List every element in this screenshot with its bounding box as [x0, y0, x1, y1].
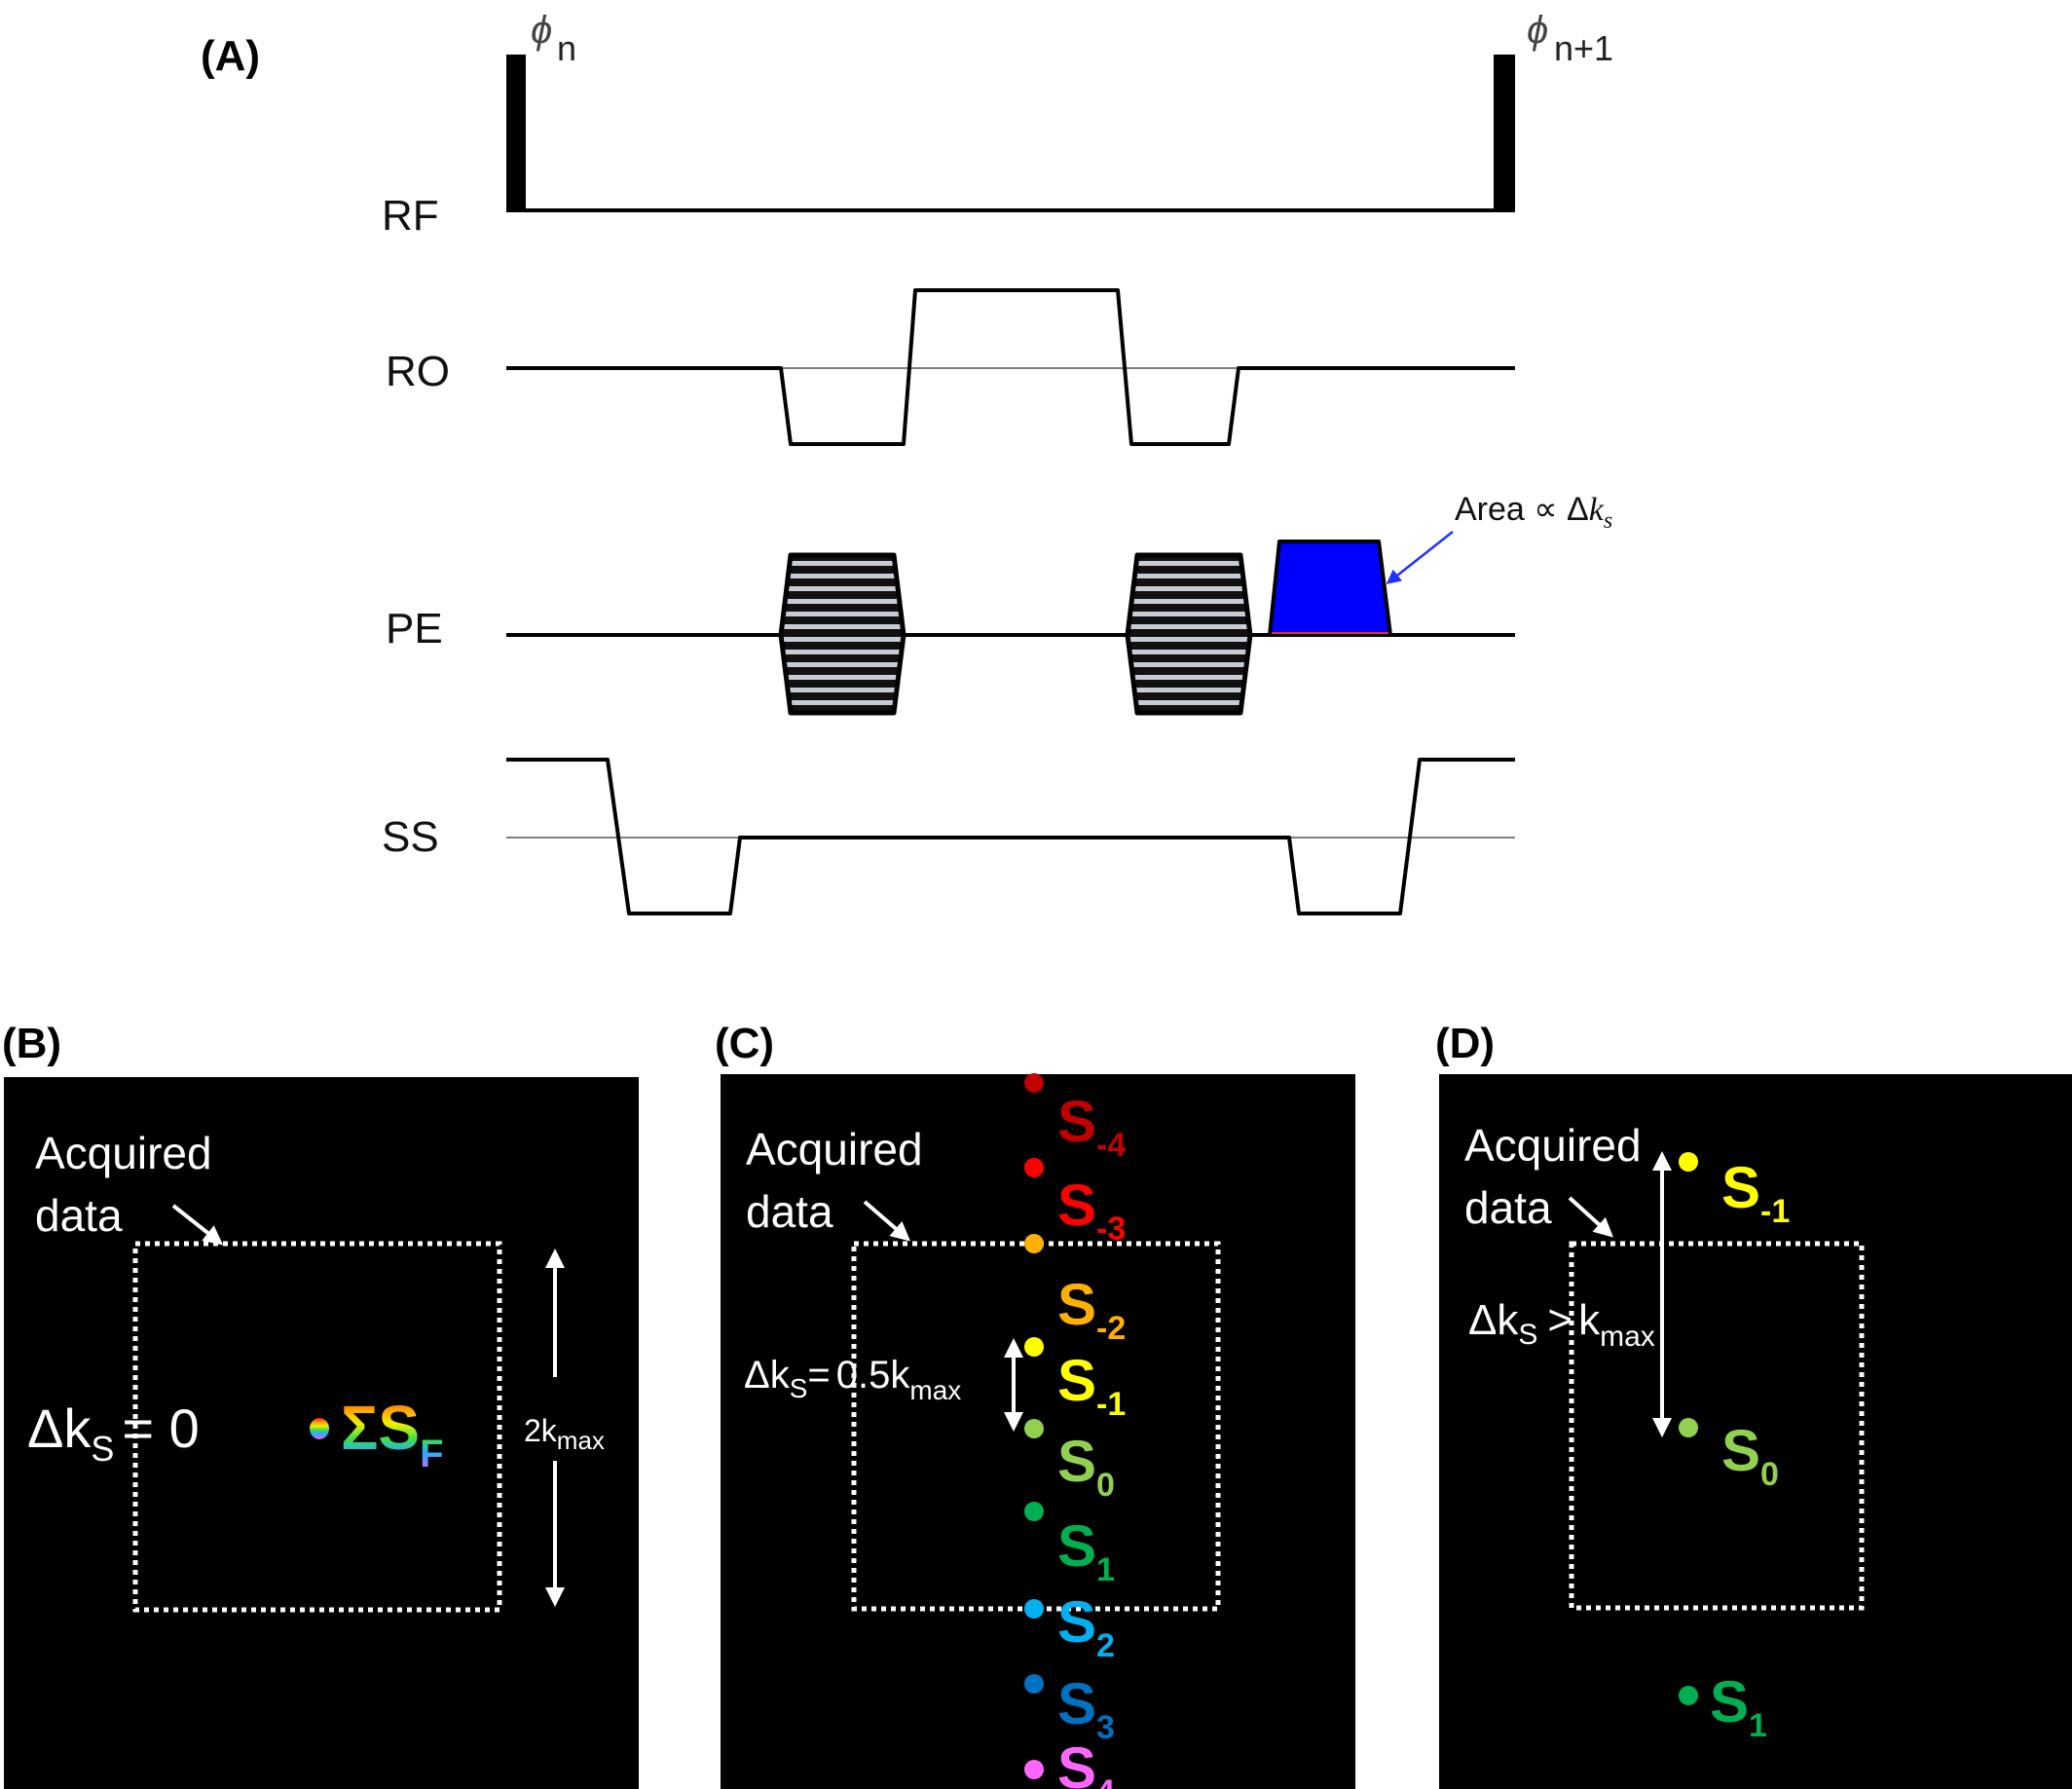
signal-marker: S-2: [1024, 1234, 1126, 1347]
signal-marker: S1: [1679, 1669, 1767, 1744]
spoiler-area-gradient: [1268, 540, 1392, 637]
signal-marker: S-1: [1024, 1337, 1126, 1423]
signal-dot: [1024, 1158, 1044, 1177]
signal-label: S-1: [1057, 1348, 1126, 1423]
signal-label: S2: [1057, 1589, 1115, 1664]
signal-label: S4: [1057, 1735, 1115, 1789]
acquired-label-line1: Acquired: [746, 1124, 923, 1174]
acquired-label-line2: data: [746, 1186, 833, 1237]
delta-ks-label: ΔkS>kmax: [1468, 1296, 1655, 1353]
ss-row: SS: [382, 758, 1515, 915]
signal-label: S0: [1721, 1418, 1779, 1493]
acquired-pointer-arrow: [171, 1204, 224, 1246]
panel-b: (B) Acquired data ΔkS= 0 ΣSF 2kmax: [2, 1020, 639, 1789]
phase-n1-sub: n+1: [1554, 28, 1613, 68]
ro-waveform: [506, 288, 1515, 446]
delta-ks-label: ΔkS=0.5kmax: [744, 1354, 961, 1405]
signal-dot: [1679, 1686, 1698, 1705]
rf-row: RF ϕ n ϕ n+1: [382, 9, 1613, 240]
signal-label: S1: [1710, 1669, 1767, 1744]
signal-label: S-3: [1057, 1173, 1126, 1248]
area-annotation: Area ∝ Δks: [1455, 491, 1612, 534]
acquired-pointer-arrow: [1568, 1196, 1613, 1238]
signal-marker: S2: [1024, 1589, 1115, 1664]
summed-signal-label: ΣSF: [341, 1393, 444, 1475]
summed-signal-dot: [310, 1418, 329, 1439]
rf-label: RF: [382, 192, 439, 240]
signal-dot: [1679, 1418, 1698, 1437]
acquired-label-line1: Acquired: [1464, 1120, 1642, 1171]
signal-marker: S0: [1679, 1418, 1779, 1493]
signal-label: S-2: [1057, 1272, 1126, 1347]
signal-marker: S3: [1024, 1671, 1115, 1746]
pe-blip-table-1: [778, 552, 906, 716]
panel-a: (A) RF ϕ n ϕ n+1 RO PE: [201, 9, 1613, 915]
signal-label: S0: [1057, 1429, 1115, 1504]
panel-c-letter: (C): [715, 1020, 774, 1067]
ss-label: SS: [382, 813, 439, 861]
signal-label: S3: [1057, 1671, 1115, 1746]
phase-n-symbol: ϕ: [531, 9, 552, 52]
signal-dot: [1024, 1337, 1044, 1357]
panel-d-kspace: [1439, 1074, 2072, 1789]
signal-marker: S4: [1024, 1735, 1115, 1789]
signal-dot: [1679, 1152, 1698, 1172]
panel-c: (C) Acquired data ΔkS=0.5kmax S-4S-3S-2S…: [715, 1020, 1355, 1789]
signal-dot: [1024, 1419, 1044, 1438]
signal-marker: S-4: [1024, 1073, 1126, 1164]
pe-blip-table-2: [1125, 552, 1253, 716]
pe-row: PE Area ∝ Δks: [386, 491, 1612, 716]
signal-marker: S1: [1024, 1502, 1115, 1588]
phase-n1-symbol: ϕ: [1527, 9, 1548, 52]
phase-n-sub: n: [557, 28, 576, 68]
signal-marker: S0: [1024, 1419, 1115, 1504]
signal-column: S-4S-3S-2S-1S0S1S2S3S4: [1024, 1073, 1126, 1789]
signal-dot: [1024, 1073, 1044, 1093]
acquired-label-line2: data: [35, 1190, 123, 1241]
acquired-pointer-arrow: [863, 1200, 911, 1242]
panel-d-letter: (D): [1435, 1020, 1495, 1067]
signal-dot: [1024, 1234, 1044, 1253]
acquired-data-box: [132, 1241, 502, 1613]
acquired-label-line1: Acquired: [35, 1128, 212, 1178]
signal-marker: S-1: [1679, 1152, 1790, 1230]
panel-a-letter: (A): [201, 32, 260, 80]
acquired-data-box: [851, 1241, 1221, 1612]
signal-label: S1: [1057, 1513, 1115, 1588]
rf-pulse-n1: [1494, 55, 1515, 212]
signal-label: S-4: [1057, 1089, 1126, 1164]
signal-label: S-1: [1721, 1155, 1790, 1230]
acquired-label-line2: data: [1464, 1182, 1552, 1233]
ss-waveform: [506, 758, 1515, 915]
area-arrow: [1386, 531, 1454, 584]
extent-label: 2kmax: [524, 1413, 605, 1455]
ro-label: RO: [386, 348, 450, 395]
acquired-data-box: [1569, 1241, 1865, 1611]
ro-row: RO: [386, 288, 1515, 446]
signal-dot: [1024, 1674, 1044, 1694]
signal-marker: S-3: [1024, 1158, 1126, 1248]
delta-ks-label: ΔkS= 0: [27, 1398, 200, 1469]
pe-label: PE: [386, 605, 443, 652]
signal-dot: [1024, 1599, 1044, 1619]
rf-pulse-n: [506, 55, 526, 212]
signal-dot: [1024, 1502, 1044, 1521]
signal-dot: [1024, 1760, 1044, 1779]
panel-b-letter: (B): [2, 1020, 61, 1067]
